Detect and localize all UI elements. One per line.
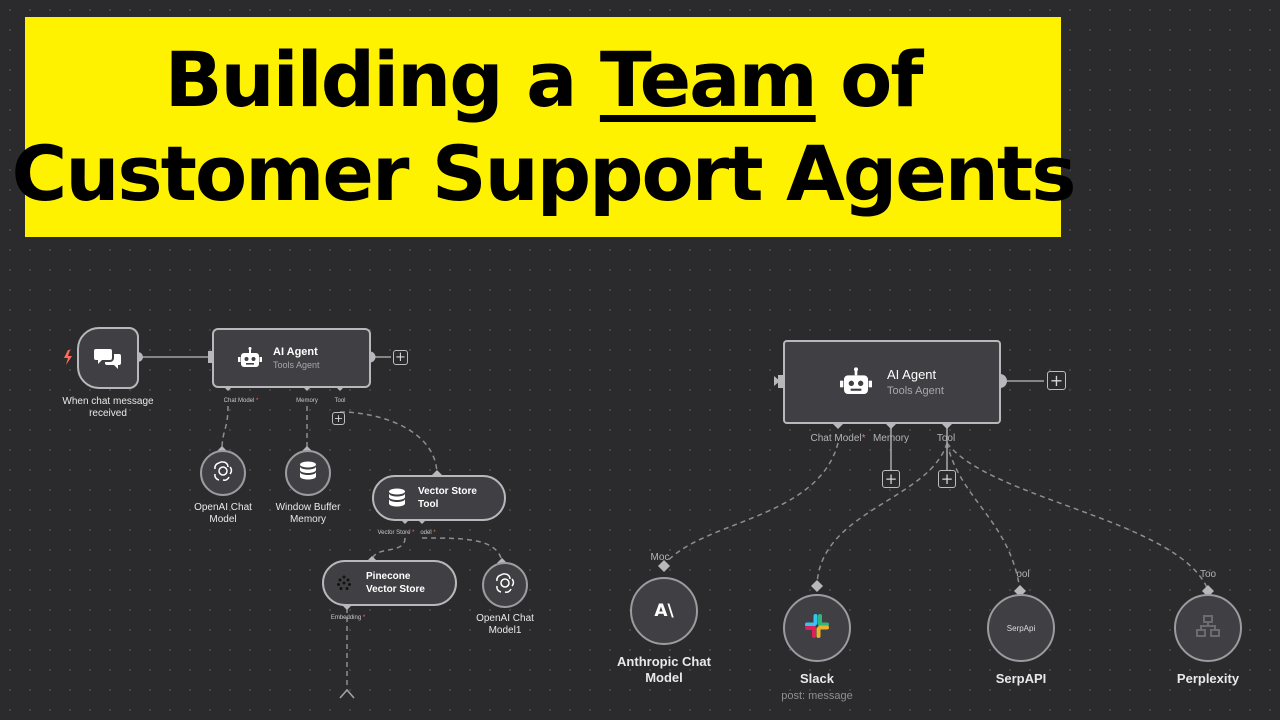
title-line-2: Customer Support Agents <box>11 129 1077 218</box>
wire-tool <box>339 411 438 476</box>
openai-chat-model1-label: OpenAI Chat Model1 <box>476 613 534 636</box>
pinecone-icon <box>336 575 352 591</box>
vector-store-tool-node[interactable]: Vector Store Tool <box>372 475 506 521</box>
anthropic-chat-model-label: Anthropic Chat Model <box>617 654 711 685</box>
anthropic-chat-model-node[interactable]: A\ <box>630 577 698 645</box>
anthropic-icon: A\ <box>654 601 674 621</box>
robot-icon <box>236 347 264 369</box>
vs-port-model: odel * <box>420 530 436 536</box>
perplexity-node[interactable] <box>1174 594 1242 662</box>
title-underlined-word: Team <box>599 35 818 124</box>
pinecone-title: Pinecone Vector Store <box>366 571 425 595</box>
right-agent-input-port <box>778 375 784 388</box>
left-agent-subtitle: Tools Agent <box>273 359 320 370</box>
title-line-1: Building a Team of <box>164 35 924 124</box>
vs-port-vector-store: Vector Store * <box>377 530 415 536</box>
slack-icon <box>804 613 830 644</box>
slack-operation-label: post: message <box>781 690 853 702</box>
wire-anthropic <box>663 442 839 566</box>
serpapi-port-label: ool <box>1016 569 1030 580</box>
right-port-memory: Memory <box>872 433 910 444</box>
agent-input-port <box>208 351 213 363</box>
chat-trigger-label: When chat message received <box>62 396 154 419</box>
openai-chat-model-label: OpenAI Chat Model <box>194 502 252 525</box>
database-icon <box>299 461 317 486</box>
right-agent-add-output-button[interactable]: + <box>1047 371 1066 390</box>
trigger-bolt-icon <box>64 350 72 365</box>
chat-trigger-node[interactable] <box>77 327 139 389</box>
network-icon <box>1196 614 1220 642</box>
right-agent-subtitle: Tools Agent <box>887 384 944 397</box>
left-port-chat-model: Chat Model * <box>223 398 259 404</box>
right-agent-title: AI Agent <box>887 366 937 382</box>
window-buffer-memory-node[interactable] <box>285 450 331 496</box>
pinecone-port-embedding: Embedding * <box>330 615 366 621</box>
wire-vs-model <box>421 537 503 563</box>
vector-store-database-icon <box>388 488 406 508</box>
left-ai-agent-node[interactable]: AI Agent Tools Agent <box>212 328 371 388</box>
left-add-tool-button[interactable]: + <box>332 412 345 425</box>
perplexity-label: Perplexity <box>1176 671 1240 686</box>
vector-store-tool-title: Vector Store Tool <box>418 486 477 510</box>
right-add-tool-button[interactable]: + <box>938 470 956 488</box>
openai-icon <box>212 460 234 487</box>
serpapi-label: SerpAPI <box>995 671 1047 686</box>
perplexity-port-label: Too <box>1199 569 1217 580</box>
right-ai-agent-node[interactable]: AI Agent Tools Agent <box>783 340 1001 424</box>
window-buffer-memory-label: Window Buffer Memory <box>275 502 341 525</box>
pinecone-vector-store-node[interactable]: Pinecone Vector Store <box>322 560 457 606</box>
right-port-tool: Tool <box>936 433 956 444</box>
wire-perplexity <box>946 442 1209 591</box>
slack-node[interactable] <box>783 594 851 662</box>
left-port-tool: Tool <box>334 398 346 404</box>
slack-label: Slack <box>800 671 834 686</box>
openai-chat-model1-node[interactable] <box>482 562 528 608</box>
serpapi-node[interactable]: SerpApi <box>987 594 1055 662</box>
robot-icon <box>839 367 873 397</box>
right-port-chat-model: Chat Model* <box>810 433 866 444</box>
serpapi-icon: SerpApi <box>1006 623 1036 633</box>
anthropic-port-label: Moc <box>650 552 670 563</box>
wire-slack <box>816 442 948 586</box>
openai-chat-model-node[interactable] <box>200 450 246 496</box>
wire-serpapi <box>946 442 1021 591</box>
wire-chat-model <box>221 405 229 451</box>
chat-bubbles-icon <box>94 346 122 370</box>
left-agent-add-output-button[interactable]: + <box>393 350 408 365</box>
title-banner: Building a Team of Customer Support Agen… <box>12 17 1076 237</box>
right-add-memory-button[interactable]: + <box>882 470 900 488</box>
left-port-memory: Memory <box>296 398 318 404</box>
wire-vector-store <box>371 537 406 561</box>
openai-icon <box>494 572 516 599</box>
left-agent-title: AI Agent <box>273 345 318 358</box>
